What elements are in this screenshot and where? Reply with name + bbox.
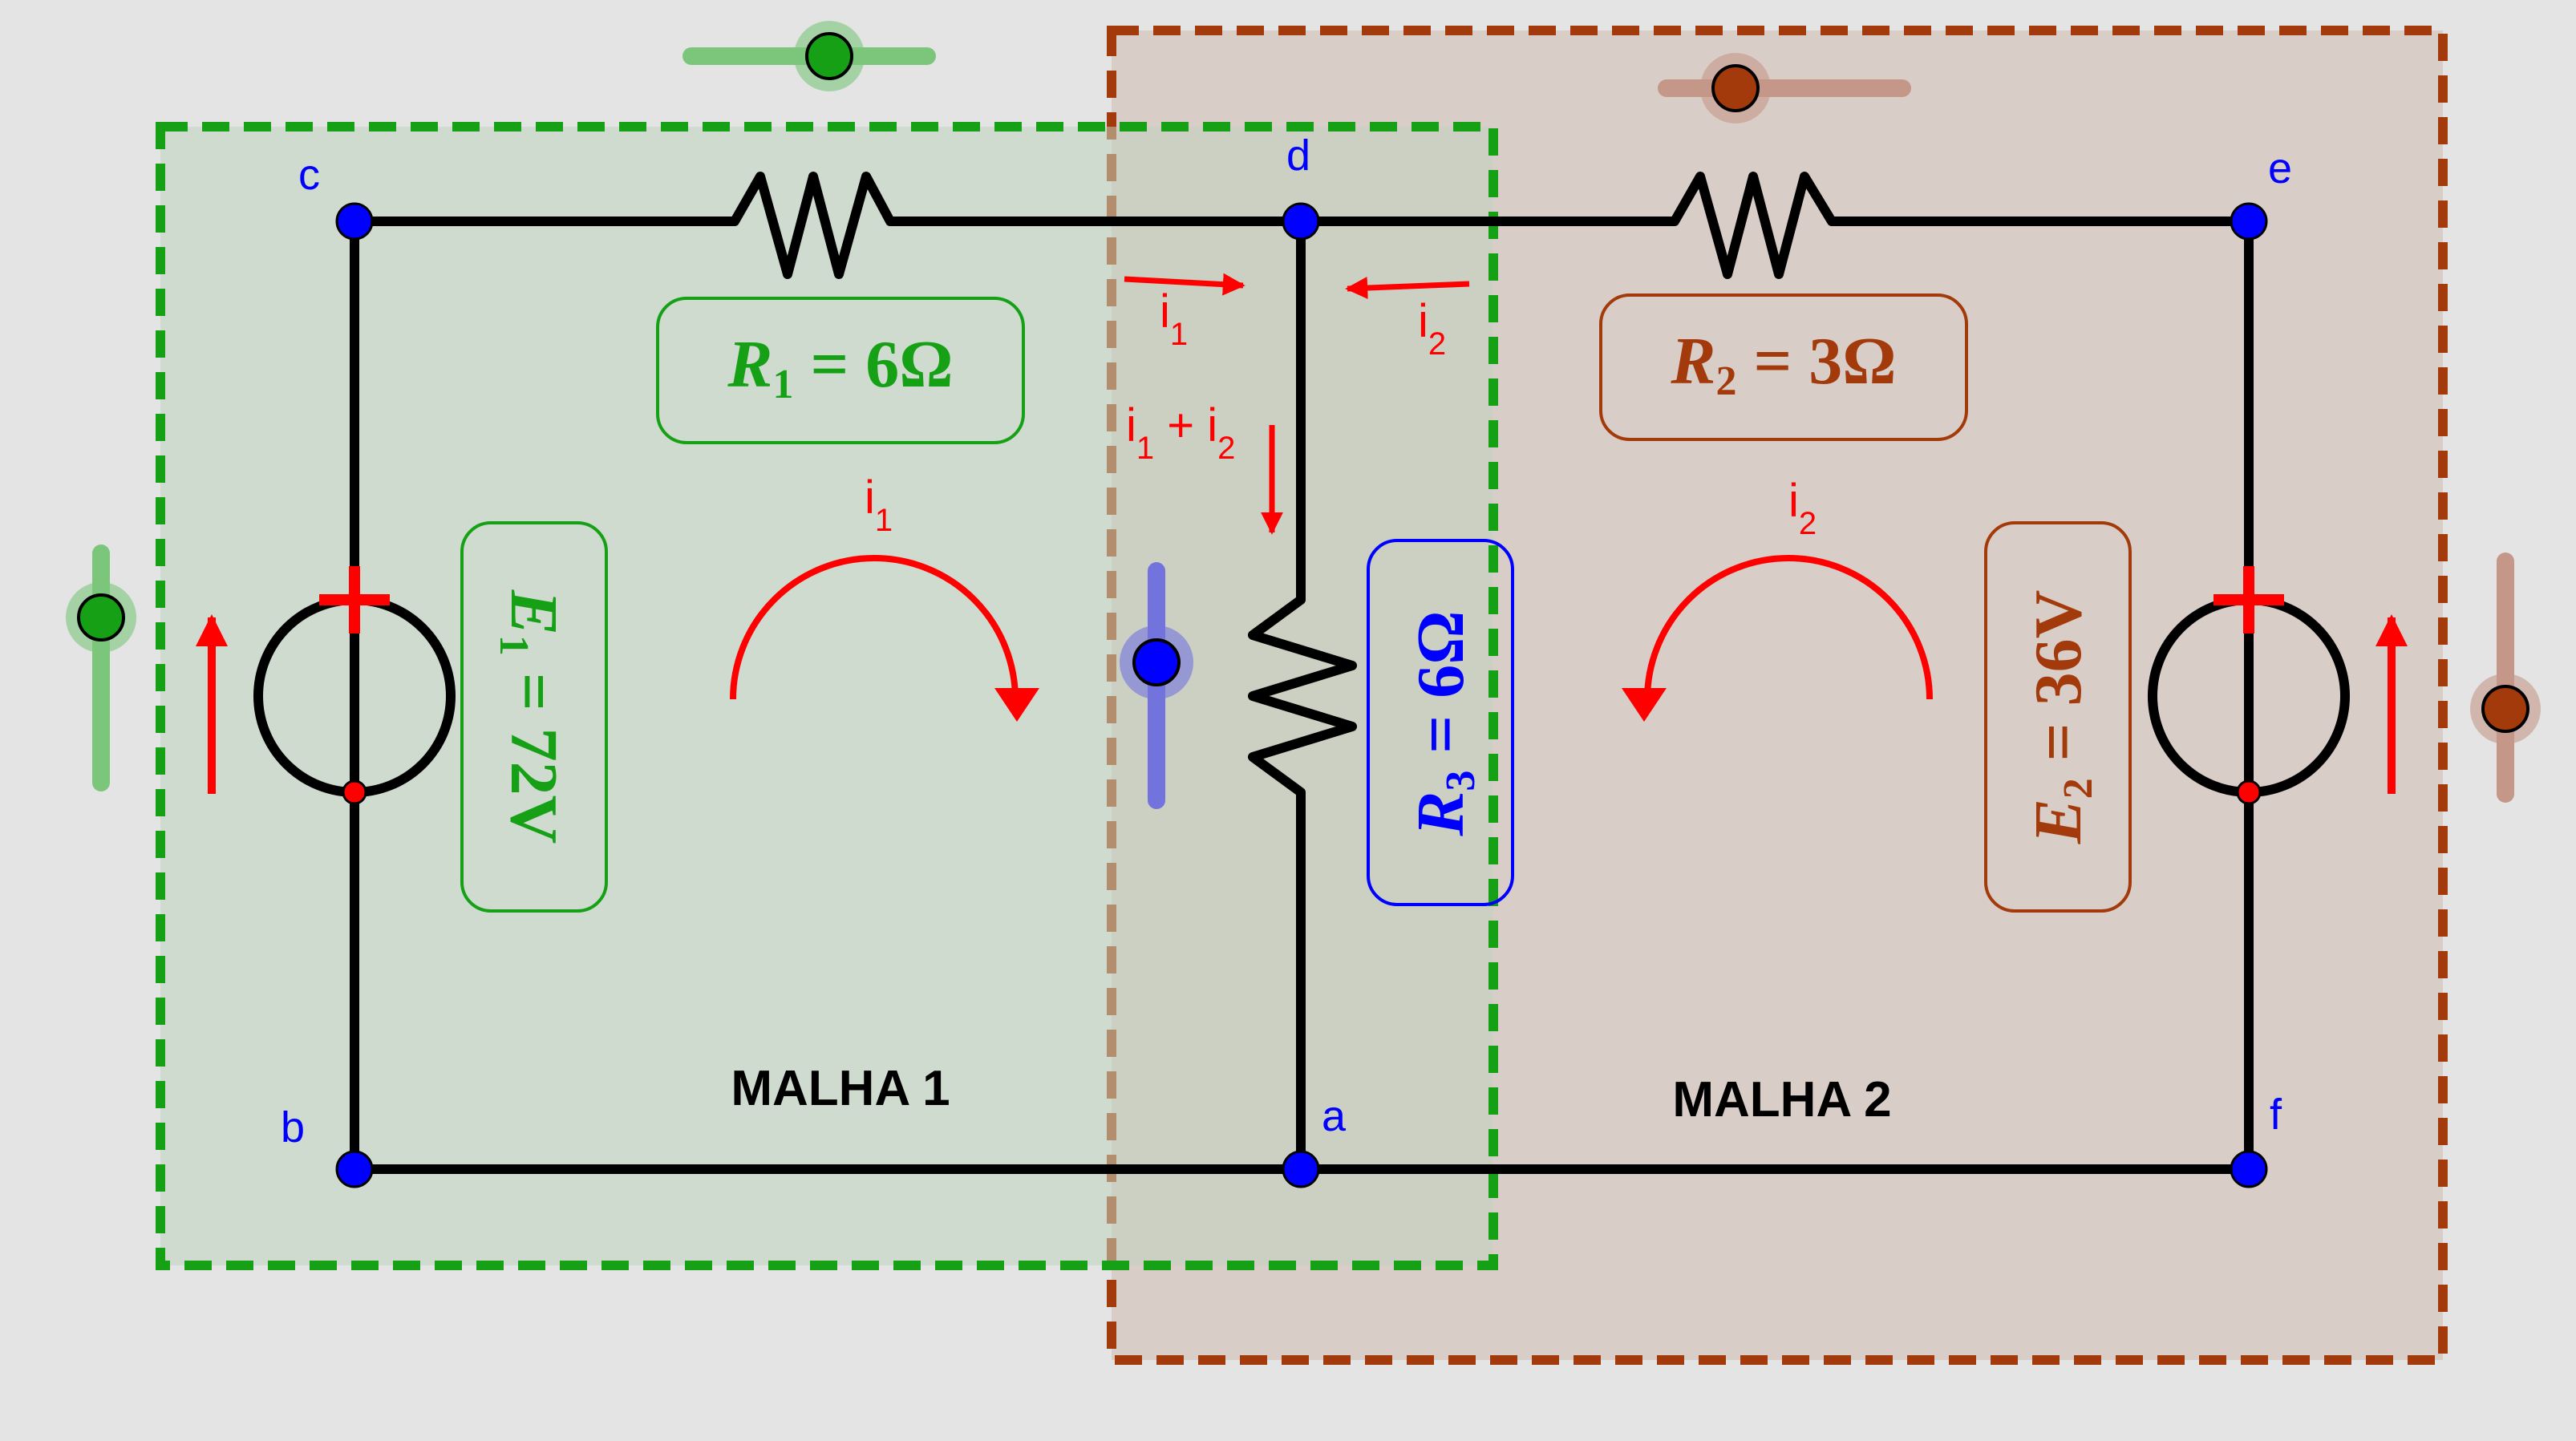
wire-d-a-with-r3-icon <box>1248 217 1357 1174</box>
i1-branch-label: i1 <box>1160 285 1188 352</box>
loop1-current-label: i1 <box>865 472 893 538</box>
e2-slider[interactable] <box>2470 553 2541 803</box>
slider-handle-icon <box>805 32 853 80</box>
e1-label: E1 = 72V <box>491 589 571 844</box>
r2-slider[interactable] <box>1658 53 1911 123</box>
node-a[interactable]: a <box>1282 1092 1347 1188</box>
node-b[interactable]: b <box>281 1103 374 1188</box>
node-dot-icon <box>1282 202 1320 241</box>
node-dot-icon <box>335 202 374 241</box>
i2-branch-label: i2 <box>1418 295 1446 362</box>
svg-text:a: a <box>1322 1092 1347 1140</box>
svg-text:d: d <box>1286 132 1310 180</box>
wire-c-d-with-r1-icon <box>350 172 1306 279</box>
e1-label-box <box>460 521 608 913</box>
i1-branch-arrow-icon <box>1124 273 1245 296</box>
svg-text:b: b <box>281 1103 305 1152</box>
node-dot-icon <box>1282 1150 1320 1188</box>
r3-slider[interactable] <box>1120 562 1193 809</box>
svg-text:e: e <box>2268 144 2292 192</box>
svg-text:c: c <box>298 151 320 199</box>
node-dot-icon <box>2230 1150 2268 1188</box>
loop2-title: MALHA 2 <box>1672 1072 1891 1127</box>
r1-label: R1 = 6Ω <box>727 327 953 407</box>
node-d[interactable]: d <box>1282 132 1320 241</box>
slider-handle-icon <box>1711 64 1760 112</box>
sum-current-label: i1 + i2 <box>1126 399 1235 466</box>
r3-label: R3 = 6Ω <box>1403 610 1484 836</box>
slider-handle-icon <box>77 593 125 642</box>
loop1-region <box>156 122 1498 1270</box>
wire-d-e-with-r2-icon <box>1296 172 2254 279</box>
e2-label-box <box>1984 521 2132 913</box>
loop1-arc-head-icon <box>994 688 1039 722</box>
r3-label-box <box>1367 539 1514 906</box>
loop2-current-label: i2 <box>1788 475 1817 541</box>
i2-branch-arrow-icon <box>1345 277 1470 299</box>
loop1-current-arc-icon <box>730 555 1019 700</box>
r2-label-box <box>1599 293 1968 441</box>
svg-text:f: f <box>2270 1091 2282 1139</box>
slider-handle-icon <box>1132 638 1181 686</box>
loop2-current-arc-icon <box>1644 555 1933 700</box>
loop2-arc-head-icon <box>1622 688 1667 722</box>
slider-handle-icon <box>2481 685 2529 733</box>
node-f[interactable]: f <box>2230 1091 2282 1188</box>
e2-label: E2 = 36V <box>2021 590 2101 845</box>
loop1-title: MALHA 1 <box>731 1061 950 1116</box>
r1-label-box <box>656 297 1025 444</box>
r2-label: R2 = 3Ω <box>1670 324 1896 404</box>
node-dot-icon <box>2230 202 2268 241</box>
source-e1-icon <box>253 566 456 805</box>
e1-slider[interactable] <box>66 544 136 791</box>
node-c[interactable]: c <box>298 151 374 241</box>
node-dot-icon <box>335 1150 374 1188</box>
node-e[interactable]: e <box>2230 144 2292 241</box>
source-e2-icon <box>2148 566 2350 805</box>
r1-slider[interactable] <box>682 21 936 91</box>
